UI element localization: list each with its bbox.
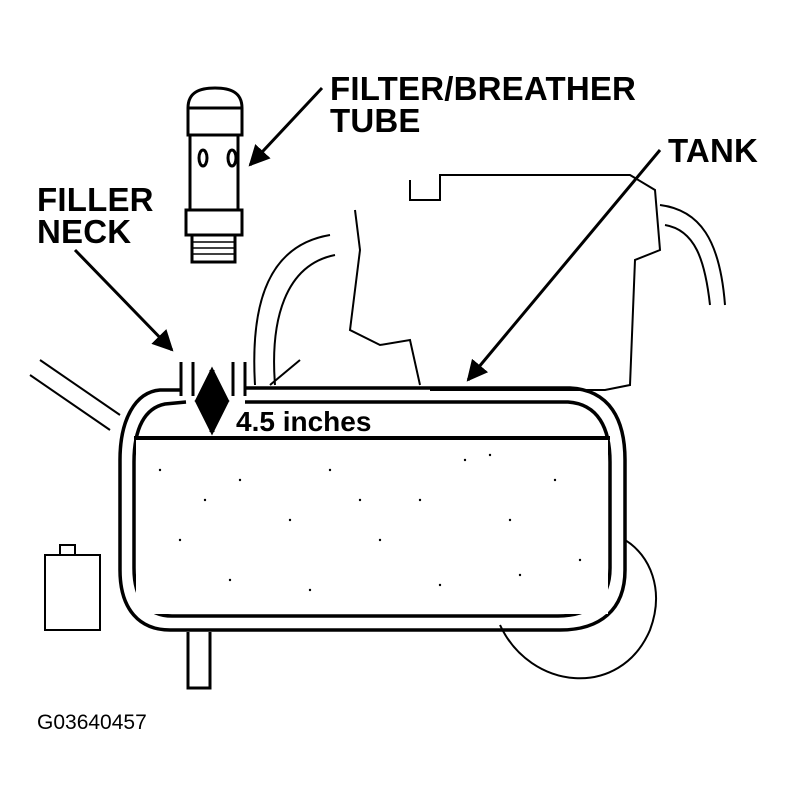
- figure-code: G03640457: [37, 711, 147, 734]
- arrow-filler-neck: [73, 248, 174, 352]
- filler-neck-shape: [179, 362, 247, 396]
- arrow-tank: [466, 149, 662, 382]
- filter-breather-tube-part: [184, 86, 244, 264]
- machine-outline: [29, 174, 726, 680]
- filler-neck-label-line1: FILLER: [37, 181, 154, 218]
- arrow-filter-breather: [248, 86, 324, 167]
- measurement-label: 4.5 inches: [236, 406, 372, 437]
- leader-arrows: [73, 86, 662, 382]
- drain-tube: [186, 632, 212, 690]
- tank-label: TANK: [668, 132, 759, 169]
- fuel-level: [134, 436, 610, 614]
- filler-neck-label-line2: NECK: [37, 213, 132, 250]
- filter-breather-label-line1: FILTER/BREATHER: [330, 70, 637, 107]
- filter-breather-label-line2: TUBE: [330, 102, 421, 139]
